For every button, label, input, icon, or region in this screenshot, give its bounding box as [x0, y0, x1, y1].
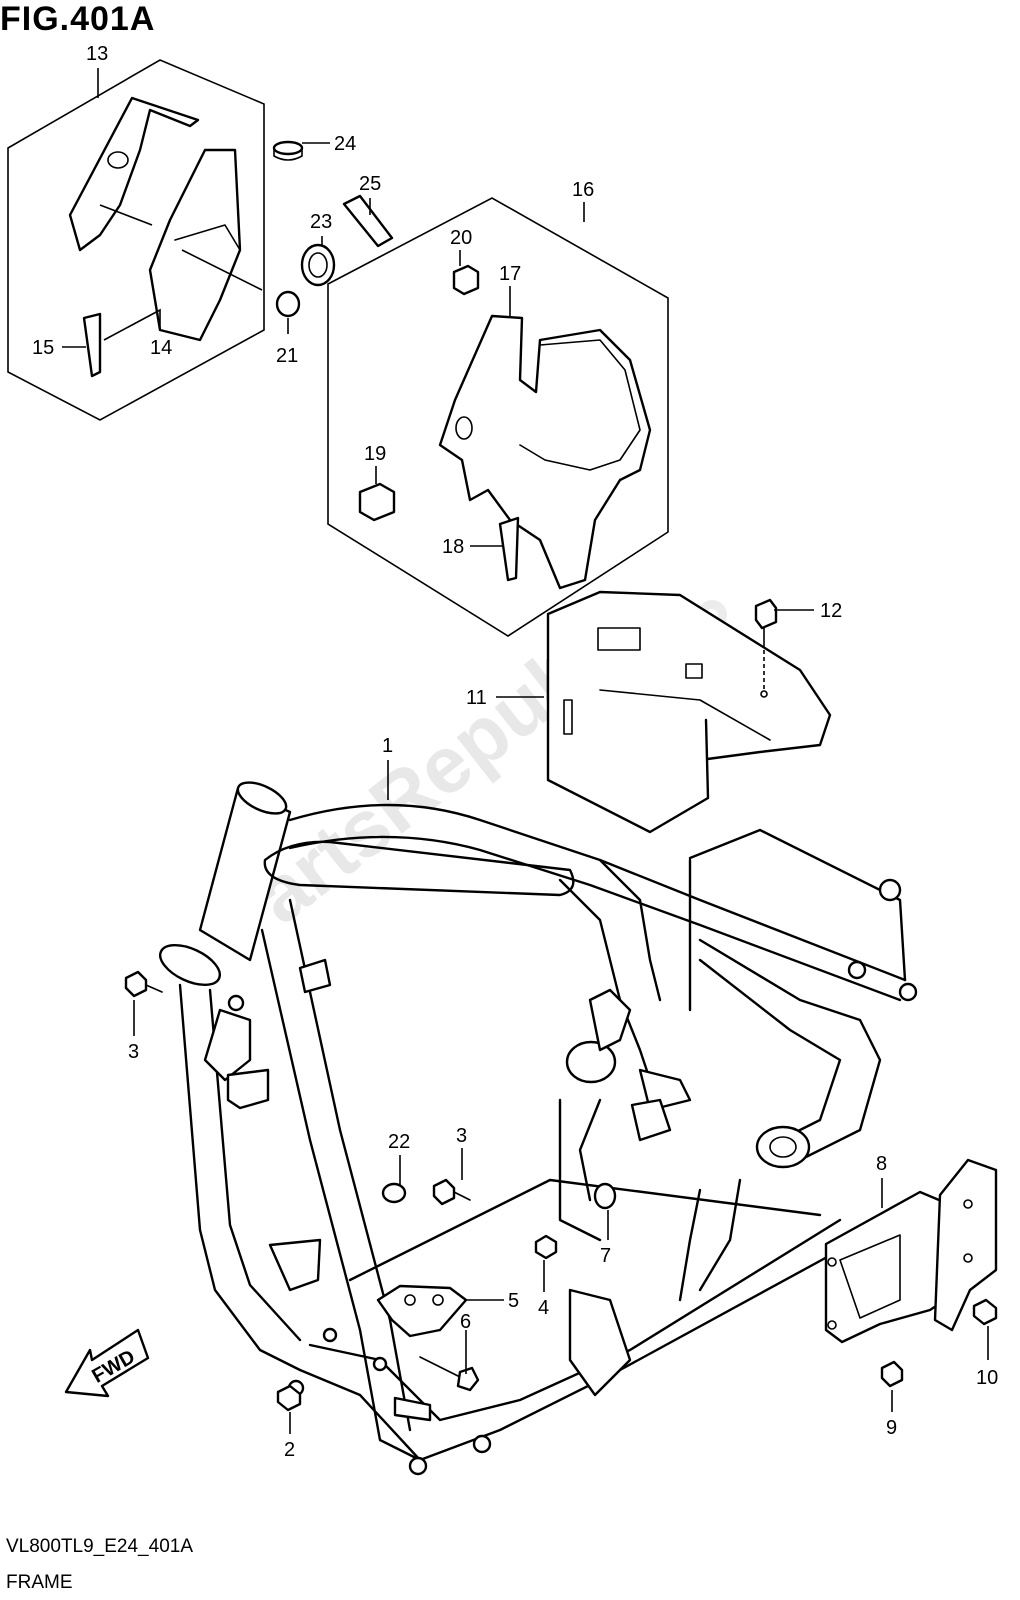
assembly-16-outline	[327, 197, 669, 637]
callout-3-left: 3	[128, 1041, 139, 1063]
callout-6: 6	[460, 1311, 471, 1333]
leader-lines	[62, 68, 989, 1434]
callout-16: 16	[572, 179, 594, 201]
callout-5: 5	[508, 1290, 519, 1312]
callout-7: 7	[600, 1245, 611, 1267]
callout-1: 1	[382, 735, 393, 757]
part-22-cap	[381, 1182, 407, 1204]
diagram-caption: FRAME	[6, 1572, 73, 1593]
part-5-plate	[376, 1284, 468, 1338]
callout-22: 22	[388, 1131, 410, 1153]
assembly-13-outline	[7, 59, 265, 421]
part-10-bolt	[972, 1298, 998, 1326]
callout-25: 25	[359, 173, 381, 195]
callout-13: 13	[86, 43, 108, 65]
callout-11: 11	[466, 687, 487, 709]
part-23-grommet	[300, 243, 336, 287]
callout-labels: 13 24 25 16 23 20 17 15 14 21 19 18 12 1…	[32, 43, 998, 1461]
callout-4: 4	[538, 1297, 549, 1319]
part-6-bolt	[419, 1356, 480, 1392]
callout-12: 12	[820, 600, 842, 622]
callout-20: 20	[450, 227, 472, 249]
callout-15: 15	[32, 337, 54, 359]
callout-9: 9	[886, 1417, 897, 1439]
callout-10: 10	[976, 1367, 998, 1389]
part-3-bolt-left	[124, 970, 163, 998]
callout-18: 18	[442, 536, 464, 558]
part-8-bracket	[824, 1158, 998, 1344]
part-20-block	[452, 264, 480, 296]
part-11-battery-case	[546, 590, 832, 834]
callout-19: 19	[364, 443, 386, 465]
part-3-bolt-middle	[432, 1178, 471, 1206]
callout-23: 23	[310, 211, 332, 233]
part-17-cover	[438, 314, 652, 590]
callout-24: 24	[334, 133, 356, 155]
model-code: VL800TL9_E24_401A	[6, 1536, 193, 1557]
figure-title: FIG.401A	[0, 0, 156, 38]
part-24-grommet	[272, 140, 304, 161]
part-15-strip	[82, 312, 102, 378]
callout-14: 14	[150, 337, 172, 359]
callout-21: 21	[276, 345, 298, 367]
part-21-damper	[275, 290, 301, 318]
part-7-spacer	[593, 1182, 617, 1210]
part-25-pad	[342, 194, 394, 248]
callout-3-middle: 3	[456, 1125, 467, 1147]
callout-17: 17	[499, 263, 521, 285]
fwd-arrow-icon: FWD	[64, 1328, 150, 1398]
part-1-frame	[159, 781, 918, 1476]
callout-2: 2	[284, 1439, 295, 1461]
part-18-strip	[498, 516, 520, 582]
part-19-block	[358, 482, 396, 522]
part-12-bolt	[754, 598, 778, 698]
part-9-bolt	[880, 1360, 904, 1388]
callout-8: 8	[876, 1153, 887, 1175]
part-2-bolt	[276, 1384, 302, 1412]
part-14-cover	[68, 96, 242, 342]
part-4-nut	[534, 1234, 558, 1260]
